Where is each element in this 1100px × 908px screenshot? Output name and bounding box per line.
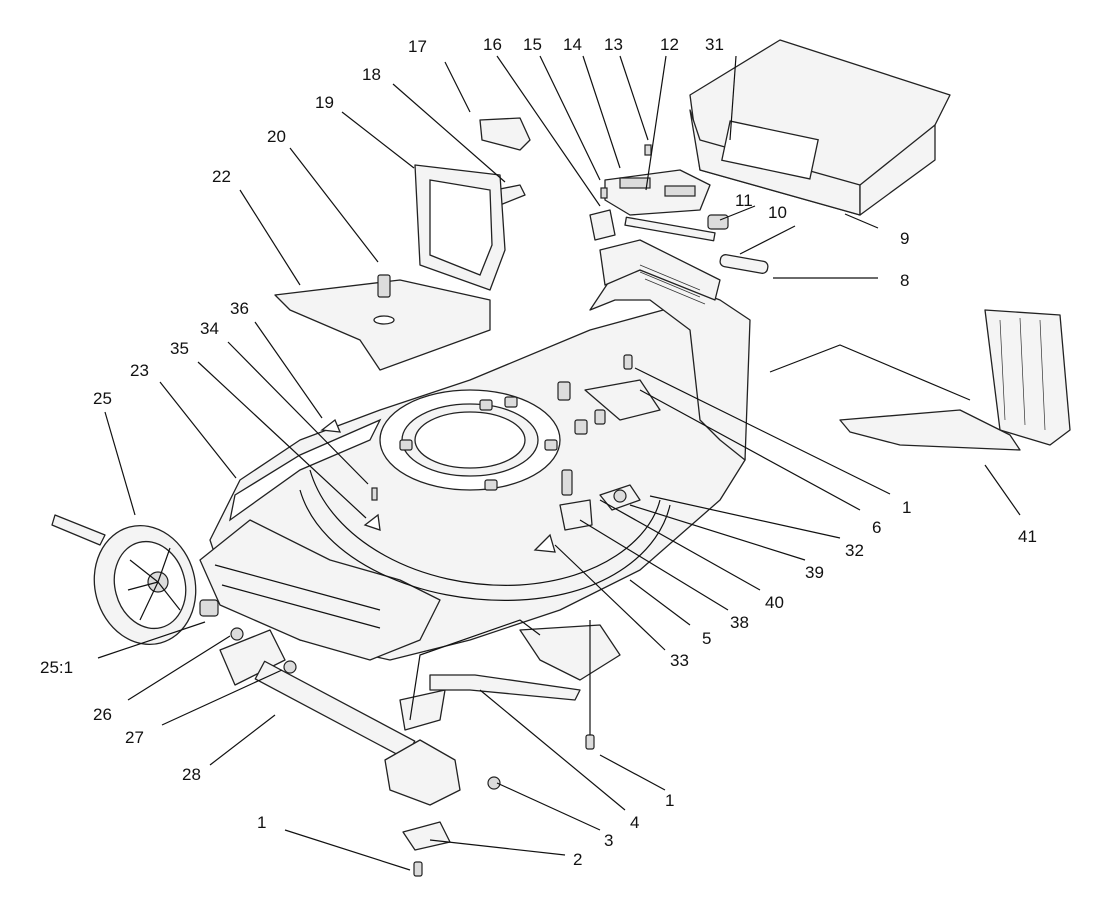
callout-18: 18 — [362, 65, 381, 84]
callout-25-1: 25:1 — [40, 658, 73, 677]
mulch-deflector — [839, 309, 1071, 451]
rear-door-assembly — [589, 144, 769, 274]
callout-6: 6 — [872, 518, 881, 537]
callout-16: 16 — [483, 35, 502, 54]
callout-19: 19 — [315, 93, 334, 112]
grass-bag — [689, 39, 951, 216]
rear-discharge-tunnel — [589, 239, 751, 461]
callout-17: 17 — [408, 37, 427, 56]
callout-3: 3 — [604, 831, 613, 850]
upper-bracket-parts — [414, 117, 531, 291]
callout-23: 23 — [130, 361, 149, 380]
callout-35: 35 — [170, 339, 189, 358]
callout-26: 26 — [93, 705, 112, 724]
callout-34: 34 — [200, 319, 219, 338]
callout-32: 32 — [845, 541, 864, 560]
side-plate — [274, 274, 491, 371]
callout-28: 28 — [182, 765, 201, 784]
callout-25: 25 — [93, 389, 112, 408]
callout-1-bottom: 1 — [257, 813, 266, 832]
callout-15: 15 — [523, 35, 542, 54]
callout-10: 10 — [768, 203, 787, 222]
wheel-assembly — [51, 514, 219, 646]
callout-31: 31 — [705, 35, 724, 54]
callout-1-center: 1 — [665, 791, 674, 810]
callout-39: 39 — [805, 563, 824, 582]
callout-14: 14 — [563, 35, 582, 54]
callout-41: 41 — [1018, 527, 1037, 546]
callout-36: 36 — [230, 299, 249, 318]
callout-9: 9 — [900, 229, 909, 248]
callout-38: 38 — [730, 613, 749, 632]
callout-5: 5 — [702, 629, 711, 648]
callout-1-right: 1 — [902, 498, 911, 517]
deck-housing — [199, 299, 746, 661]
callout-22: 22 — [212, 167, 231, 186]
callout-13: 13 — [604, 35, 623, 54]
callout-33: 33 — [670, 651, 689, 670]
callout-labels: 17 16 15 14 13 12 31 18 19 20 22 11 10 9… — [40, 35, 1037, 869]
callout-4: 4 — [630, 813, 639, 832]
callout-20: 20 — [267, 127, 286, 146]
front-axle-assembly — [219, 627, 461, 806]
leader-lines — [97, 55, 1021, 871]
callout-40: 40 — [765, 593, 784, 612]
callout-12: 12 — [660, 35, 679, 54]
callout-2: 2 — [573, 850, 582, 869]
callout-8: 8 — [900, 271, 909, 290]
callout-27: 27 — [125, 728, 144, 747]
lift-rod-parts — [402, 624, 621, 877]
callout-11: 11 — [735, 191, 753, 210]
